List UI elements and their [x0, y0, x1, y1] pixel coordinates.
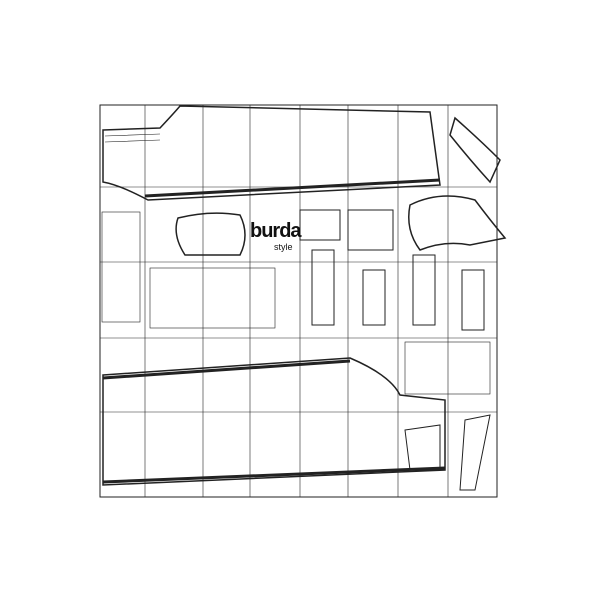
- burda-style-logo: burda style: [250, 220, 302, 252]
- brand-name: burda: [250, 220, 302, 242]
- front-trouser-piece: [102, 105, 441, 201]
- pocket-piece: [175, 212, 246, 256]
- sheet-border: [99, 104, 498, 498]
- small-pieces: [299, 209, 491, 491]
- instruction-panel: [101, 211, 491, 395]
- waistband-curve: [408, 116, 507, 251]
- brand-sub: style: [274, 242, 293, 252]
- back-trouser-piece: [102, 357, 446, 486]
- tile-grid: [100, 105, 497, 497]
